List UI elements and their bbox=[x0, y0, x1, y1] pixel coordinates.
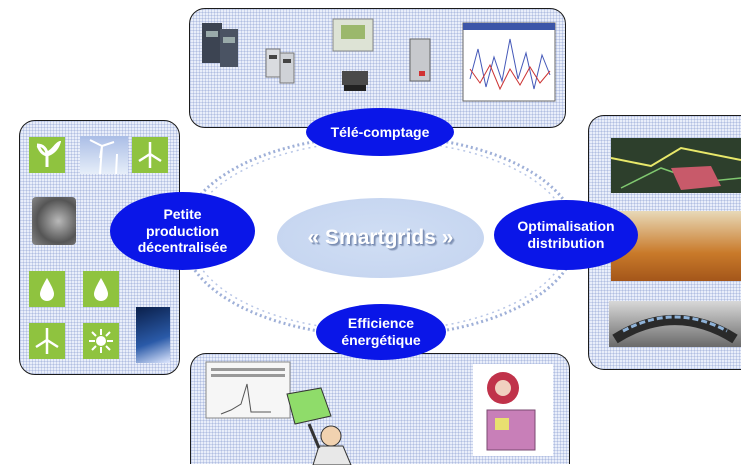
server-icon bbox=[409, 38, 431, 82]
energy-efficiency-bubble: Efficience énergétique bbox=[316, 304, 446, 360]
energy-efficiency-panel bbox=[190, 353, 570, 465]
smartgrids-center-ellipse: « Smartgrids » bbox=[277, 198, 484, 278]
sun-icon bbox=[83, 323, 119, 359]
home-energy-icon bbox=[473, 364, 553, 456]
network-map-photo bbox=[610, 138, 741, 193]
wind-turbines-photo bbox=[80, 136, 128, 175]
telemetering-panel bbox=[189, 8, 566, 128]
graph-window-icon bbox=[462, 22, 556, 102]
chart-window-icon bbox=[205, 361, 291, 419]
device-icon bbox=[342, 71, 368, 91]
drop-icon bbox=[83, 271, 119, 307]
plant-icon bbox=[29, 137, 65, 173]
presenter-icon bbox=[286, 387, 352, 465]
drop-icon bbox=[29, 271, 65, 307]
distribution-panel bbox=[588, 115, 741, 370]
bubble-label-line: Efficience bbox=[347, 315, 415, 332]
meter-icon bbox=[265, 48, 295, 84]
telemetering-bubble: Télé-comptage bbox=[306, 108, 454, 156]
bubble-label-line: énergétique bbox=[341, 332, 421, 348]
bubble-label-line: Optimalisation bbox=[517, 218, 615, 235]
bubble-label-line: décentralisée bbox=[137, 239, 228, 256]
control-panel-icon bbox=[332, 18, 374, 52]
decentralized-production-bubble: Petite production décentralisée bbox=[110, 192, 255, 270]
turbine-machine-photo bbox=[32, 197, 76, 245]
turbine-icon bbox=[29, 323, 65, 359]
smartgrids-label: « Smartgrids » bbox=[307, 226, 454, 249]
meter-icon bbox=[202, 23, 238, 67]
control-room-photo bbox=[609, 301, 741, 347]
distribution-optimization-bubble: Optimalisation distribution bbox=[494, 200, 638, 270]
bubble-label-line: distribution bbox=[527, 235, 605, 251]
bubble-label-line: Petite bbox=[163, 206, 202, 223]
bubble-label-line: production bbox=[145, 222, 220, 239]
turbine-icon bbox=[132, 137, 168, 173]
solar-panel-photo bbox=[136, 307, 170, 363]
telemetering-label: Télé-comptage bbox=[330, 123, 430, 140]
